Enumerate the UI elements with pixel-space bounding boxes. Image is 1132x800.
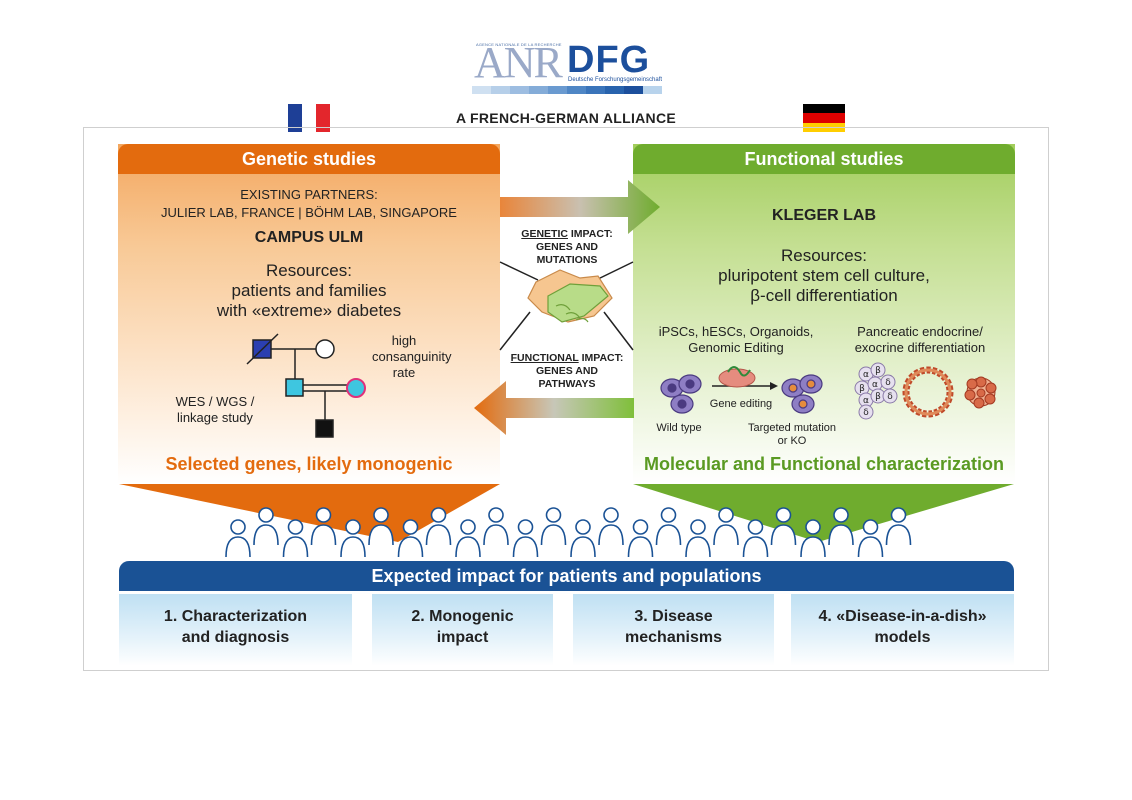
person-icon	[685, 519, 711, 558]
pedigree-carrier-female-icon	[346, 378, 366, 398]
person-icon	[885, 507, 912, 546]
person-icon	[368, 507, 394, 546]
dfg-subtitle: Deutsche Forschungsgemeinschaft	[568, 77, 663, 83]
islet-cells-icon	[854, 362, 898, 420]
arrow-to-functional-icon	[500, 180, 660, 234]
person-icon	[310, 507, 337, 546]
right-result: Molecular and Functional characterizatio…	[643, 454, 1005, 474]
pedigree-female-icon	[315, 339, 335, 359]
endocrine-organoid-icon	[964, 376, 997, 409]
person-icon	[828, 507, 854, 546]
person-icon	[340, 519, 366, 558]
left-resources-label: Resources:	[266, 261, 352, 280]
svg-text:δ: δ	[885, 378, 891, 388]
left-resources-line2: with «extreme» diabetes	[216, 301, 402, 320]
person-icon	[225, 519, 251, 558]
svg-text:δ: δ	[863, 408, 869, 418]
svg-text:δ: δ	[887, 392, 893, 402]
logo-color-bars	[472, 86, 662, 94]
targeted-mutation-label: Targeted mutation or KO	[747, 422, 837, 447]
person-icon	[570, 519, 596, 558]
person-icon	[655, 507, 682, 546]
dfg-logo-text: DFG	[567, 39, 651, 81]
anr-dfg-logo: AGENCE NATIONALE DE LA RECHERCHE ANR DFG…	[472, 40, 662, 96]
wild-type-cells-icon	[660, 374, 702, 414]
anr-small-text: AGENCE NATIONALE DE LA RECHERCHE	[476, 42, 562, 47]
left-resources-line1: patients and families	[231, 281, 387, 300]
svg-text:α: α	[863, 396, 869, 406]
person-icon	[512, 519, 539, 558]
stem-cell-methods: iPSCs, hESCs, Organoids, Genomic Editing	[658, 324, 814, 355]
svg-text:β: β	[875, 392, 881, 402]
person-icon	[742, 519, 769, 558]
right-resources-line2: β-cell differentiation	[750, 286, 898, 305]
anr-logo-text: ANR	[474, 38, 563, 87]
functional-impact-note: FUNCTIONAL IMPACT: GENES AND PATHWAYS	[510, 352, 624, 390]
svg-text:α: α	[863, 370, 869, 380]
person-icon	[455, 519, 481, 558]
consanguinity-note: high consanguinity rate	[372, 333, 452, 380]
person-icon	[253, 507, 279, 546]
left-result: Selected genes, likely monogenic	[165, 454, 453, 474]
person-icon	[627, 519, 654, 558]
islet-cell-labels: α β β α δ α β δ δ	[859, 366, 893, 418]
pedigree-affected-child-icon	[315, 419, 334, 438]
methods-note: WES / WGS / linkage study	[175, 394, 255, 425]
svg-text:β: β	[859, 384, 865, 394]
person-icon	[770, 507, 797, 546]
existing-partners-label: EXISTING PARTNERS:	[240, 187, 378, 202]
right-resources-line1: pluripotent stem cell culture,	[718, 266, 930, 285]
person-icon	[425, 507, 452, 546]
impact-item-4: 4. «Disease-in-a-dish»models	[791, 594, 1014, 666]
person-icon	[397, 519, 424, 558]
gene-editing-label: Gene editing	[709, 398, 773, 410]
functional-studies-panel: Functional studies	[633, 144, 1015, 484]
person-icon	[540, 507, 567, 546]
person-icon	[800, 519, 826, 558]
gene-editing-arrow-icon	[712, 366, 778, 390]
svg-text:β: β	[875, 366, 881, 376]
existing-partners: JULIER LAB, FRANCE | BÖHM LAB, SINGAPORE	[161, 205, 457, 220]
person-icon	[713, 507, 739, 546]
person-icon	[282, 519, 309, 558]
person-icon	[857, 519, 884, 558]
differentiation-methods: Pancreatic endocrine/ exocrine different…	[854, 324, 986, 355]
targeted-cells-icon	[781, 374, 823, 414]
france-flag-icon	[288, 104, 330, 132]
svg-text:α: α	[872, 380, 878, 390]
right-funnel	[633, 484, 1014, 542]
handshake-icon	[499, 261, 634, 351]
pedigree-carrier-male-icon	[285, 378, 304, 397]
genetic-studies-panel: Genetic studies	[118, 144, 500, 484]
exocrine-organoid-icon	[902, 366, 954, 418]
genetic-impact-note: GENETIC IMPACT: GENES AND MUTATIONS	[521, 228, 613, 266]
functional-studies-header: Functional studies	[633, 144, 1015, 174]
alliance-title: A FRENCH-GERMAN ALLIANCE	[448, 110, 684, 126]
kleger-lab-label: KLEGER LAB	[772, 207, 876, 224]
person-icon	[598, 507, 624, 546]
genetic-studies-header: Genetic studies	[118, 144, 500, 174]
impact-header: Expected impact for patients and populat…	[119, 561, 1014, 591]
person-icon	[483, 507, 509, 546]
campus-ulm-label: CAMPUS ULM	[254, 229, 364, 246]
arrow-to-genetic-icon	[474, 381, 634, 435]
alliance-frame	[83, 127, 1049, 671]
right-resources-label: Resources:	[781, 246, 867, 265]
wild-type-label: Wild type	[656, 422, 702, 434]
